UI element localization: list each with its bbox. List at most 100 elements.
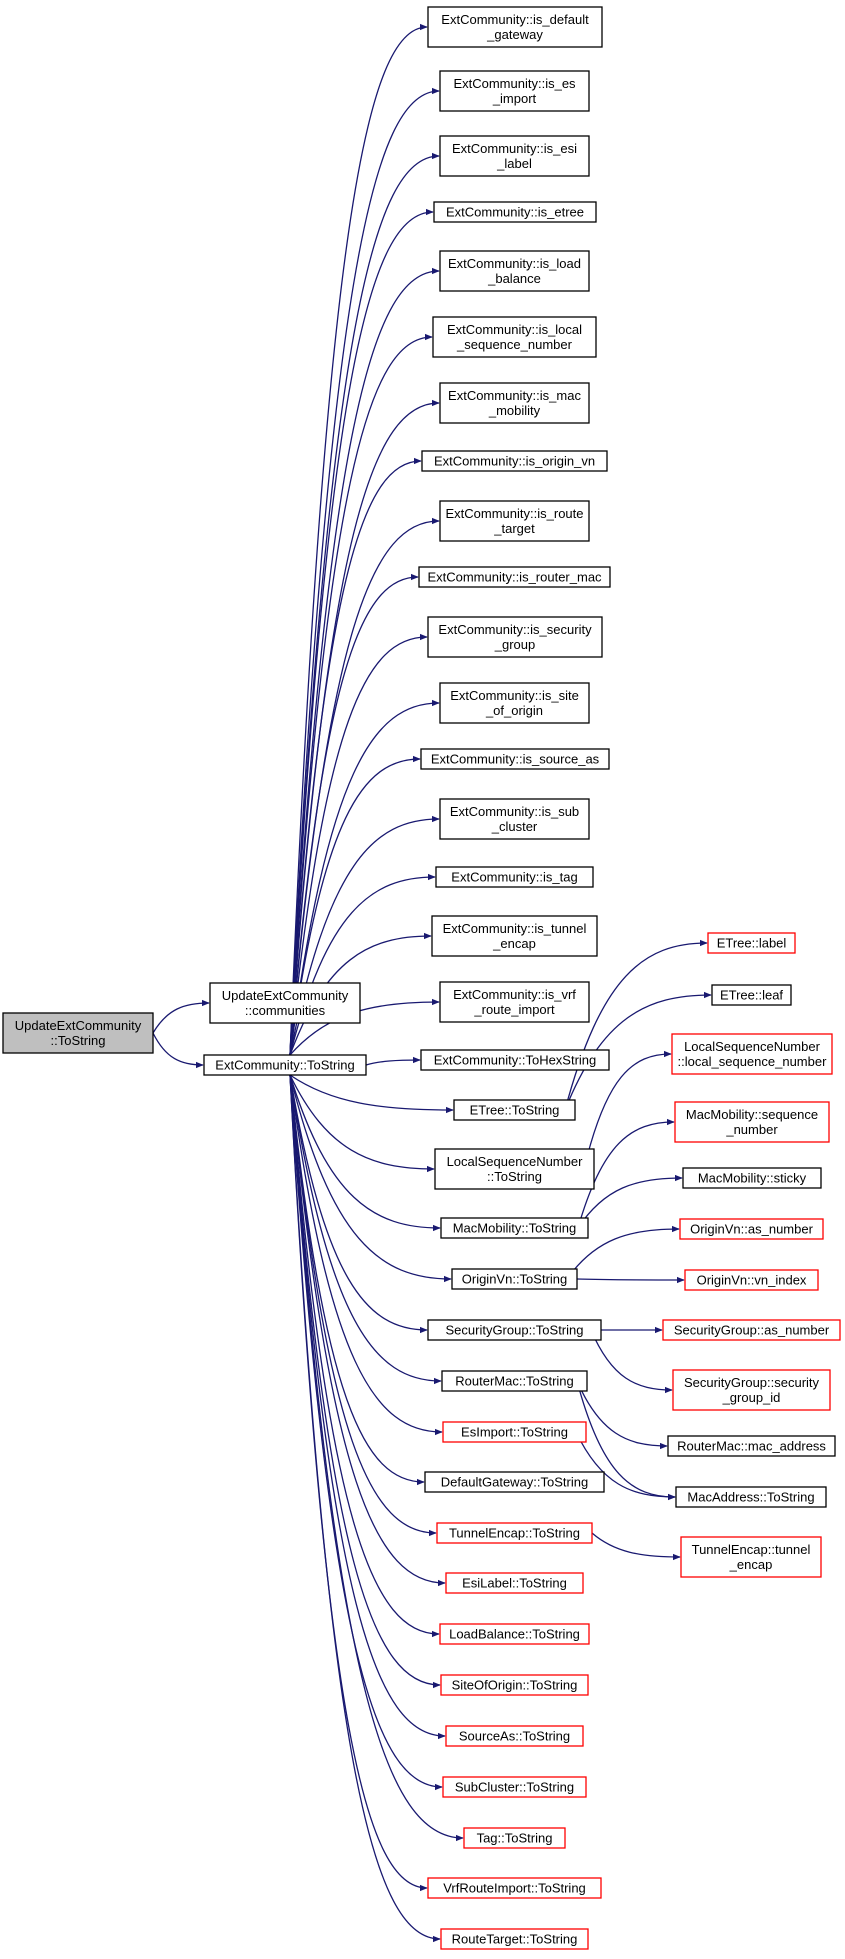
edge-path [289,1074,454,1114]
node-label-line: ExtCommunity::is_etree [446,205,584,220]
node-loadbal-tostring[interactable]: LoadBalance::ToString [439,1623,590,1645]
node-macmob-tostring[interactable]: MacMobility::ToString [440,1217,589,1239]
edge-ectostring-to-is-site-of-origin [289,699,440,1056]
edge-ectostring-to-is-mac-mobility [289,399,440,1056]
edge-originvn-tostring-to-originvn-vnidx [576,1276,685,1284]
node-is-sub-cluster[interactable]: ExtCommunity::is_sub_cluster [439,798,590,840]
node-originvn-tostring[interactable]: OriginVn::ToString [451,1268,578,1290]
node-label-line: _mobility [488,403,541,418]
node-tunnelencap-te[interactable]: TunnelEncap::tunnel_encap [680,1536,822,1578]
node-box [684,1269,819,1291]
edge-root-to-communities [152,999,210,1034]
node-box [439,682,590,724]
edge-esimport-tostring-to-macaddr-tostring [575,1431,676,1501]
node-macaddr-tostring[interactable]: MacAddress::ToString [675,1486,827,1508]
node-is-tunnel-encap[interactable]: ExtCommunity::is_tunnel_encap [431,915,598,957]
node-is-esi-label[interactable]: ExtCommunity::is_esi_label [439,135,590,177]
edge-path [365,1056,421,1066]
node-is-mac-mobility[interactable]: ExtCommunity::is_mac_mobility [439,382,590,424]
node-is-vrf-route-import[interactable]: ExtCommunity::is_vrf_route_import [439,981,590,1023]
node-label-line: ExtCommunity::is_vrf [453,987,576,1002]
node-box [435,866,594,888]
node-label-line: _sequence_number [456,337,573,352]
node-tohexstring[interactable]: ExtCommunity::ToHexString [420,1049,610,1071]
node-label-line: _target [493,521,535,536]
edge-path [152,999,210,1034]
node-etree-leaf[interactable]: ETree::leaf [711,984,792,1006]
edge-macmob-tostring-to-macmob-seq [577,1118,675,1229]
node-is-source-as[interactable]: ExtCommunity::is_source_as [420,748,610,770]
node-secgroup-id[interactable]: SecurityGroup::security_group_id [672,1369,831,1411]
edge-ectostring-to-soo-tostring [289,1074,441,1689]
node-subcluster-tostring[interactable]: SubCluster::ToString [442,1776,587,1798]
node-label-line: TunnelEncap::ToString [449,1526,580,1541]
edge-path [289,1074,442,1385]
node-label-line: Tag::ToString [477,1831,553,1846]
node-is-security-group[interactable]: ExtCommunity::is_security_group [427,616,603,658]
node-box [439,135,590,177]
node-communities[interactable]: UpdateExtCommunity::communities [209,982,361,1024]
node-tunnelencap-tostring[interactable]: TunnelEncap::ToString [436,1522,593,1544]
node-box [662,1319,841,1341]
node-defgw-tostring[interactable]: DefaultGateway::ToString [424,1471,605,1493]
node-box [420,748,610,770]
node-is-default-gateway[interactable]: ExtCommunity::is_default_gateway [427,6,603,48]
node-originvn-asn[interactable]: OriginVn::as_number [679,1218,824,1240]
node-is-origin-vn[interactable]: ExtCommunity::is_origin_vn [421,450,608,472]
node-rt-tostring[interactable]: RouteTarget::ToString [440,1928,589,1950]
node-vrfri-tostring[interactable]: VrfRouteImport::ToString [427,1877,602,1899]
edge-path [289,633,428,1056]
node-is-site-of-origin[interactable]: ExtCommunity::is_site_of_origin [439,682,590,724]
node-etree-tostring[interactable]: ETree::ToString [453,1099,576,1121]
node-routermac-tostring[interactable]: RouterMac::ToString [441,1370,588,1392]
node-is-route-target[interactable]: ExtCommunity::is_route_target [439,500,590,542]
node-secgroup-tostring[interactable]: SecurityGroup::ToString [427,1319,602,1341]
node-esilabel-tostring[interactable]: EsiLabel::ToString [445,1572,584,1594]
node-etree-label[interactable]: ETree::label [707,932,796,954]
node-label-line: MacMobility::ToString [453,1221,577,1236]
edge-routermac-tostring-to-routermac-addr [576,1380,668,1450]
node-routermac-addr[interactable]: RouterMac::mac_address [667,1435,836,1457]
edge-ectostring-to-is-esi-label [289,152,440,1056]
node-label-line: ExtCommunity::is_local [447,322,582,337]
node-esimport-tostring[interactable]: EsImport::ToString [442,1421,587,1443]
node-is-es-import[interactable]: ExtCommunity::is_es_import [439,70,590,112]
node-secgroup-asn[interactable]: SecurityGroup::as_number [662,1319,841,1341]
node-is-etree[interactable]: ExtCommunity::is_etree [433,201,597,223]
node-lsn-tostring[interactable]: LocalSequenceNumber::ToString [434,1148,595,1190]
node-box [445,1572,584,1594]
node-label-line: EsiLabel::ToString [462,1576,567,1591]
node-root[interactable]: UpdateExtCommunity::ToString [2,1012,154,1054]
node-macmob-sticky[interactable]: MacMobility::sticky [682,1167,822,1189]
node-is-tag[interactable]: ExtCommunity::is_tag [435,866,594,888]
edge-ectostring-to-esimport-tostring [289,1074,443,1436]
node-label-line: MacMobility::sticky [698,1171,807,1186]
node-is-load-balance[interactable]: ExtCommunity::is_load_balance [439,250,590,292]
node-box [2,1012,154,1054]
node-soo-tostring[interactable]: SiteOfOrigin::ToString [440,1674,589,1696]
node-sourceas-tostring[interactable]: SourceAs::ToString [445,1725,584,1747]
node-label-line: ExtCommunity::is_esi [452,141,577,156]
node-label-line: _label [496,156,532,171]
node-box [680,1536,822,1578]
edge-ectostring-to-tohexstring [365,1056,421,1066]
node-label-line: MacAddress::ToString [687,1490,814,1505]
edge-ectostring-to-etree-tostring [289,1074,454,1114]
node-box [439,250,590,292]
node-label-line: ExtCommunity::is_tunnel [443,921,587,936]
node-macmob-seq[interactable]: MacMobility::sequence_number [674,1101,830,1143]
node-tag-tostring[interactable]: Tag::ToString [463,1827,566,1849]
node-box [427,1319,602,1341]
node-label-line: ExtCommunity::is_mac [448,388,581,403]
node-lsn-lsn[interactable]: LocalSequenceNumber::local_sequence_numb… [671,1033,833,1075]
node-label-line: ExtCommunity::is_router_mac [427,570,602,585]
node-label-line: ExtCommunity::is_sub [450,804,579,819]
node-box [433,201,597,223]
edge-path [564,991,712,1111]
node-is-local-seq[interactable]: ExtCommunity::is_local_sequence_number [432,316,597,358]
node-is-router-mac[interactable]: ExtCommunity::is_router_mac [418,566,611,588]
node-ectostring[interactable]: ExtCommunity::ToString [203,1054,367,1076]
edge-ectostring-to-vrfri-tostring [289,1074,428,1892]
node-originvn-vnidx[interactable]: OriginVn::vn_index [684,1269,819,1291]
edge-path [289,457,422,1056]
